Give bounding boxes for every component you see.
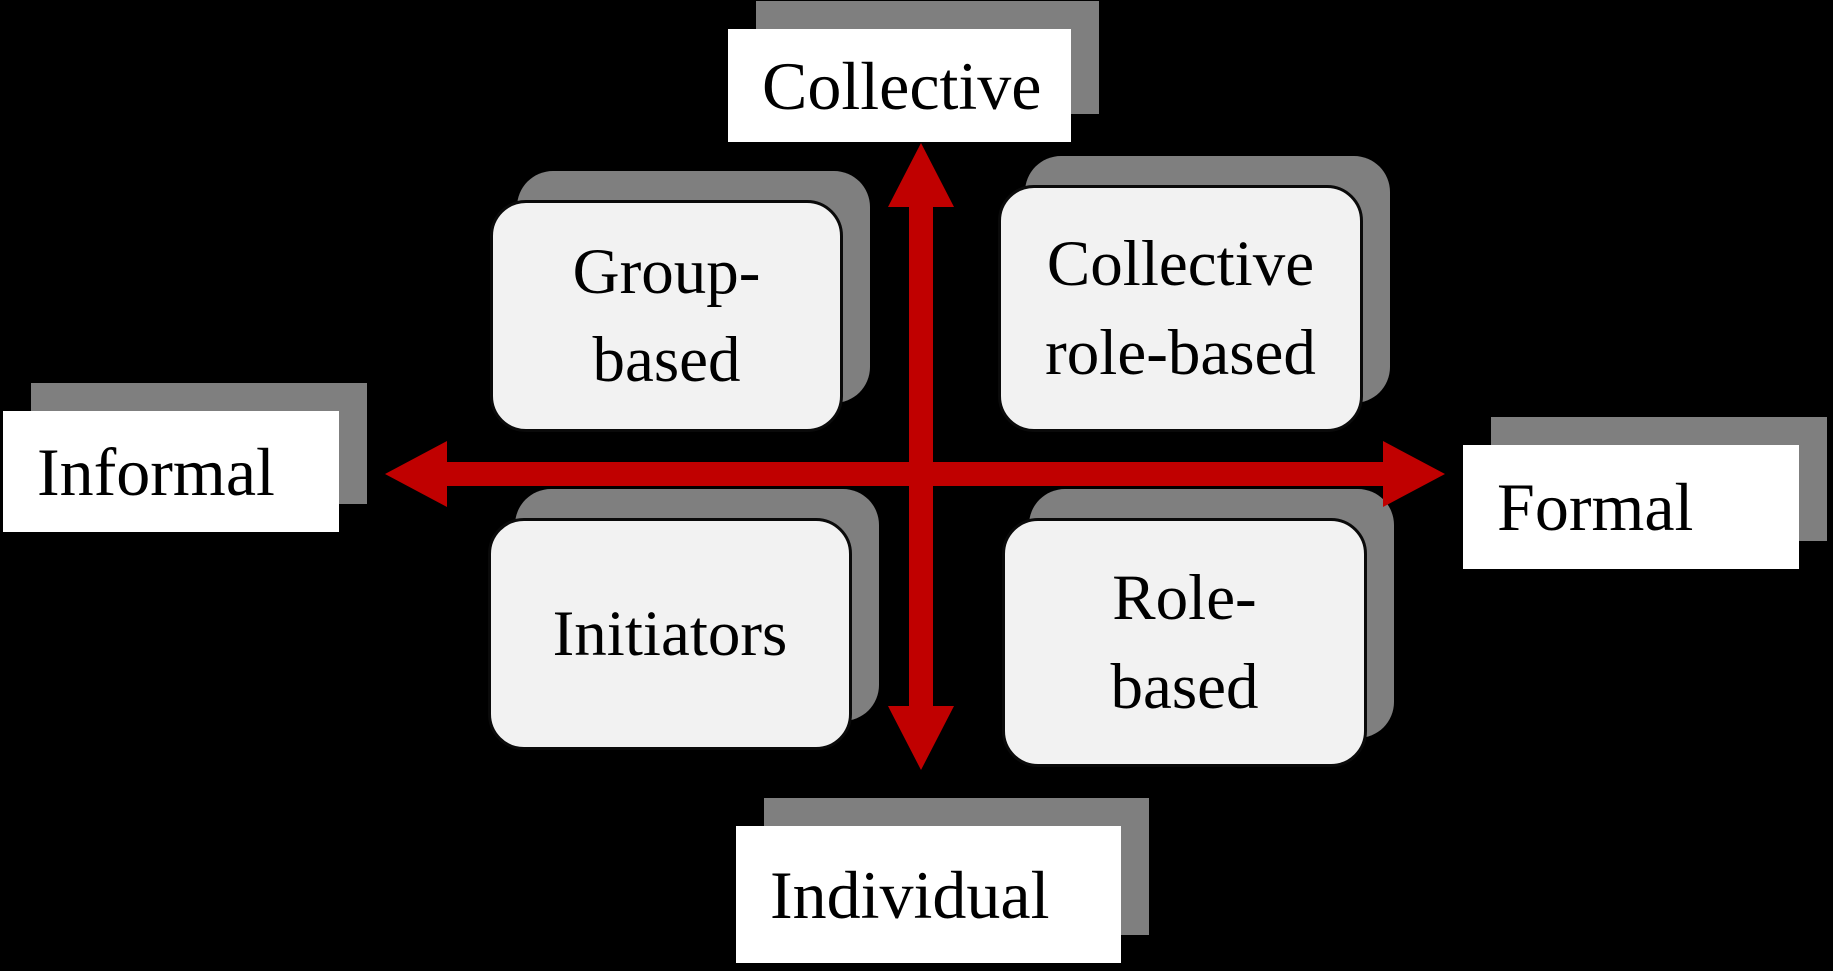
arrowhead-down-icon xyxy=(888,706,954,770)
arrowhead-up-icon xyxy=(888,143,954,207)
arrowhead-left-icon xyxy=(385,441,447,507)
quadrant-box-label: Initiators xyxy=(552,597,788,670)
quadrant-box-label: Group- based xyxy=(572,235,761,396)
quadrant-box-initiators: Initiators xyxy=(488,518,852,750)
axis-label-text: Collective xyxy=(762,47,1042,124)
arrowhead-right-icon xyxy=(1383,441,1445,507)
axis-label-collective: Collective xyxy=(728,29,1071,142)
quadrant-box-label: Collective role-based xyxy=(1045,228,1316,389)
axis-label-text: Informal xyxy=(37,433,275,510)
quadrant-box-role-based: Role- based xyxy=(1002,518,1367,767)
quadrant-box-label: Role- based xyxy=(1110,562,1259,723)
horizontal-axis-line xyxy=(442,462,1387,486)
axis-label-individual: Individual xyxy=(736,826,1121,963)
axis-label-text: Formal xyxy=(1497,469,1694,545)
axis-label-informal: Informal xyxy=(3,411,339,532)
axis-label-text: Individual xyxy=(770,856,1050,933)
quadrant-box-group-based: Group- based xyxy=(490,200,843,432)
vertical-axis-line xyxy=(909,200,933,712)
axis-label-formal: Formal xyxy=(1463,445,1799,569)
quadrant-box-collective-role-based: Collective role-based xyxy=(998,185,1363,432)
